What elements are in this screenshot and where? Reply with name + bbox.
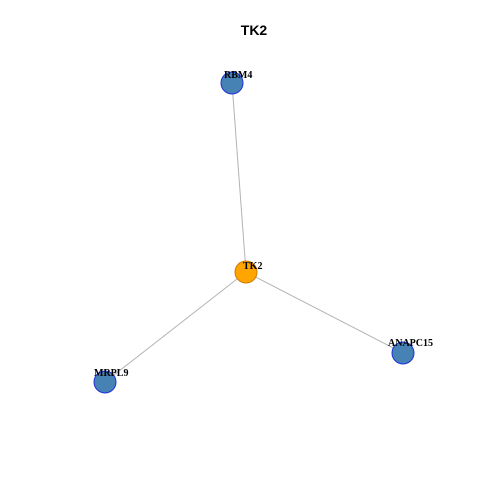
- edge-tk2-anapc15: [245, 271, 404, 354]
- node-rbm4: [220, 71, 244, 95]
- node-mrpl9: [93, 370, 117, 394]
- node-tk2: [234, 260, 258, 284]
- diagram-title: TK2: [241, 22, 268, 38]
- edge-tk2-mrpl9: [104, 271, 247, 383]
- node-anapc15: [391, 341, 415, 365]
- edges-layer: [104, 82, 404, 383]
- node-label-tk2: TK2: [243, 261, 262, 272]
- node-label-anapc15: ANAPC15: [388, 338, 433, 349]
- edge-tk2-rbm4: [231, 82, 247, 273]
- node-label-mrpl9: MRPL9: [94, 368, 128, 379]
- nodes-layer: [93, 71, 415, 394]
- node-label-rbm4: RBM4: [224, 70, 252, 81]
